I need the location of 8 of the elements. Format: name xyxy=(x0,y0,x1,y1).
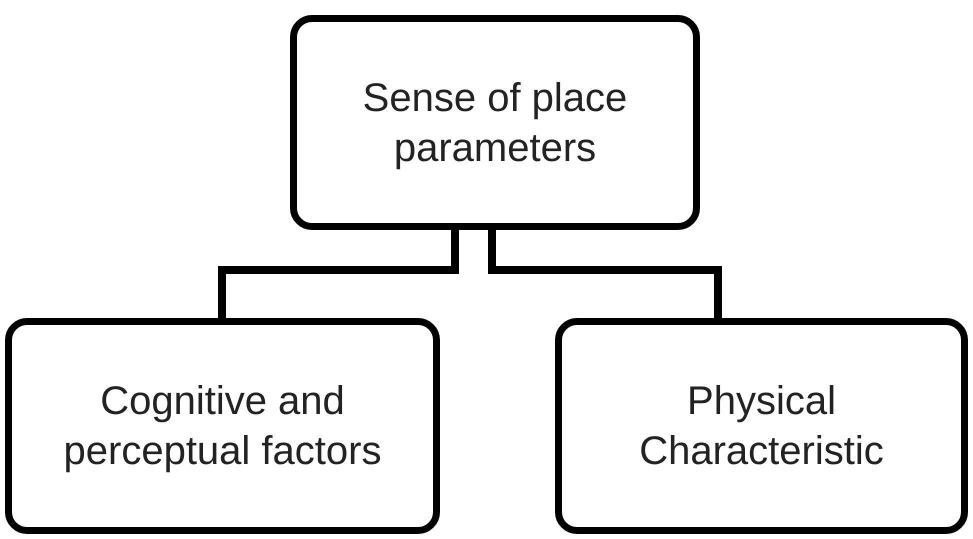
box-label: Physical Characteristic xyxy=(638,378,885,475)
connector-line xyxy=(218,230,459,318)
process-box xyxy=(5,318,440,534)
connector-line xyxy=(488,230,722,318)
box-label: Sense of place parameters xyxy=(362,74,628,172)
box-label: Cognitive and perceptual factors xyxy=(62,378,382,475)
process-box xyxy=(555,318,968,534)
process-box xyxy=(290,15,700,230)
